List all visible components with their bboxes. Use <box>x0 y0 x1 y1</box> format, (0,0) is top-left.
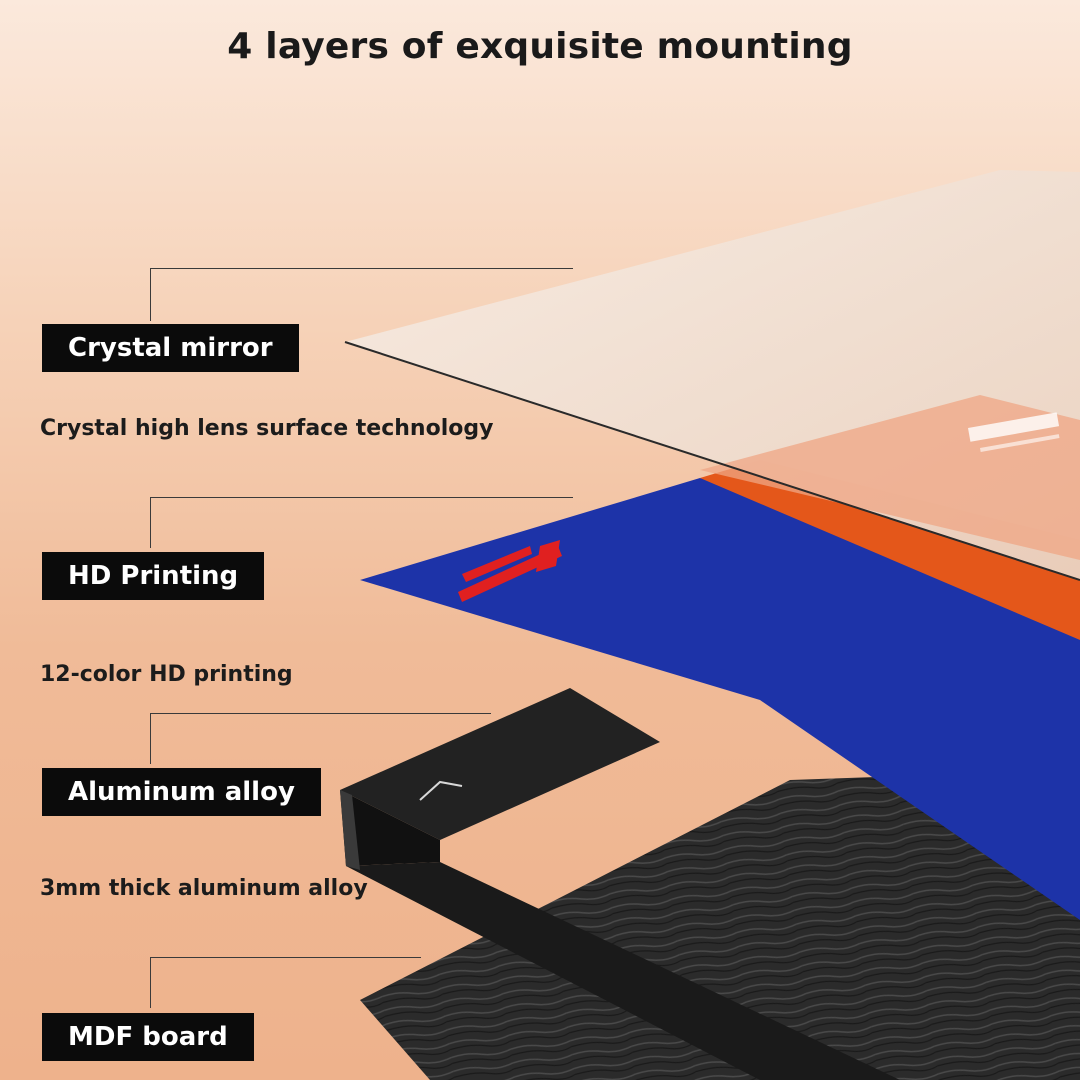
desc-hd-printing: 12-color HD printing <box>40 662 293 687</box>
label-mdf-board: MDF board <box>42 1013 254 1061</box>
desc-aluminum-alloy: 3mm thick aluminum alloy <box>40 876 368 901</box>
f1-logo-icon <box>458 540 562 602</box>
hd-print-layer <box>360 460 1080 920</box>
brand-logo-icon <box>968 412 1060 452</box>
connector-crystal-mirror <box>150 268 573 321</box>
connector-mdf-board <box>150 957 421 1008</box>
page-title: 4 layers of exquisite mounting <box>227 26 853 67</box>
mdf-board <box>360 770 1080 1080</box>
connector-aluminum-alloy <box>150 713 491 764</box>
crystal-mirror-layer <box>344 170 1080 581</box>
label-aluminum-alloy: Aluminum alloy <box>42 768 321 816</box>
aluminum-frame <box>340 688 900 1080</box>
label-hd-printing: HD Printing <box>42 552 265 600</box>
connector-hd-printing <box>150 497 573 548</box>
desc-crystal-mirror: Crystal high lens surface technology <box>40 416 494 441</box>
label-crystal-mirror: Crystal mirror <box>42 324 299 372</box>
